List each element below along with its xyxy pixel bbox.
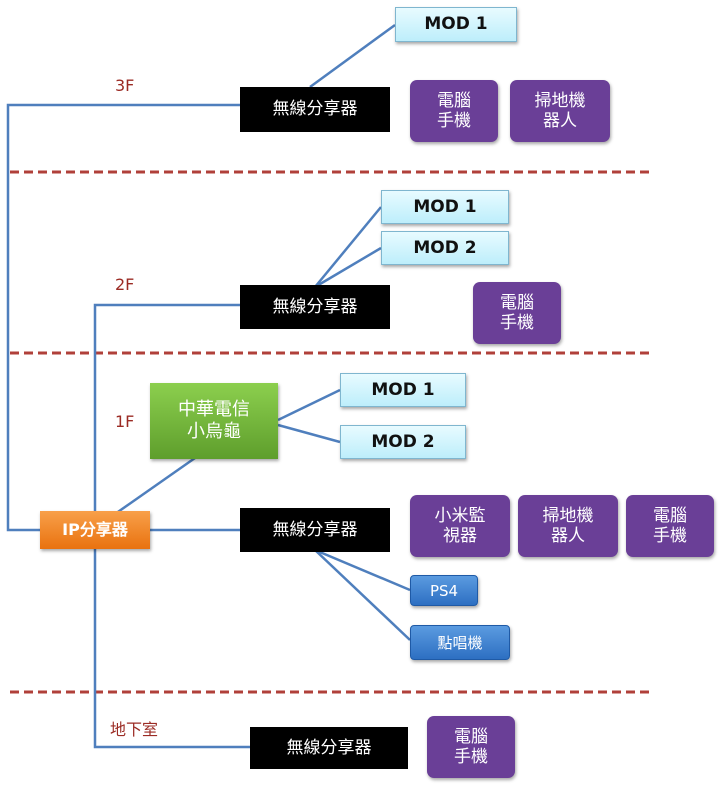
cht-modem: 中華電信 小烏龜 [150,383,278,459]
link-1f-karaoke [314,549,411,641]
mod1-1f: MOD 1 [340,373,466,407]
mod-3f: MOD 1 [395,7,517,42]
link-1f-ps4 [314,548,411,592]
device-basement-pc-phone: 電腦 手機 [427,716,515,778]
device-3f-pc-phone: 電腦 手機 [410,80,498,142]
karaoke-machine: 點唱機 [410,625,510,660]
ps4-console: PS4 [410,575,478,606]
floor-label-3f: 3F [115,76,135,95]
floor-dividers [10,170,650,694]
link-ip-cht [114,456,196,516]
mod2-2f: MOD 2 [381,231,509,265]
ip-router: IP分享器 [40,511,150,549]
link-ip-b [93,548,250,749]
device-1f-pc-phone: 電腦 手機 [626,495,714,557]
link-3f-mod [309,23,396,89]
link-cht-mod1 [277,388,341,422]
link-ip-2f [93,303,240,518]
floor-label-1f: 1F [115,412,135,431]
link-ip-3f [6,103,240,532]
device-1f-camera: 小米監 視器 [410,495,510,557]
device-2f-pc-phone: 電腦 手機 [473,282,561,344]
wireless-router-1f: 無線分享器 [240,508,390,552]
wireless-router-3f: 無線分享器 [240,87,390,132]
device-1f-robot: 掃地機 器人 [518,495,618,557]
link-2f-mod2 [314,246,382,289]
floor-label-basement: 地下室 [110,720,159,739]
floor-label-2f: 2F [115,275,135,294]
link-cht-mod2 [277,423,341,444]
wireless-router-basement: 無線分享器 [250,727,408,769]
mod1-2f: MOD 1 [381,190,509,224]
link-2f-mod1 [314,206,382,288]
device-3f-robot: 掃地機 器人 [510,80,610,142]
mod2-1f: MOD 2 [340,425,466,459]
wireless-router-2f: 無線分享器 [240,285,390,329]
connections [6,23,411,749]
